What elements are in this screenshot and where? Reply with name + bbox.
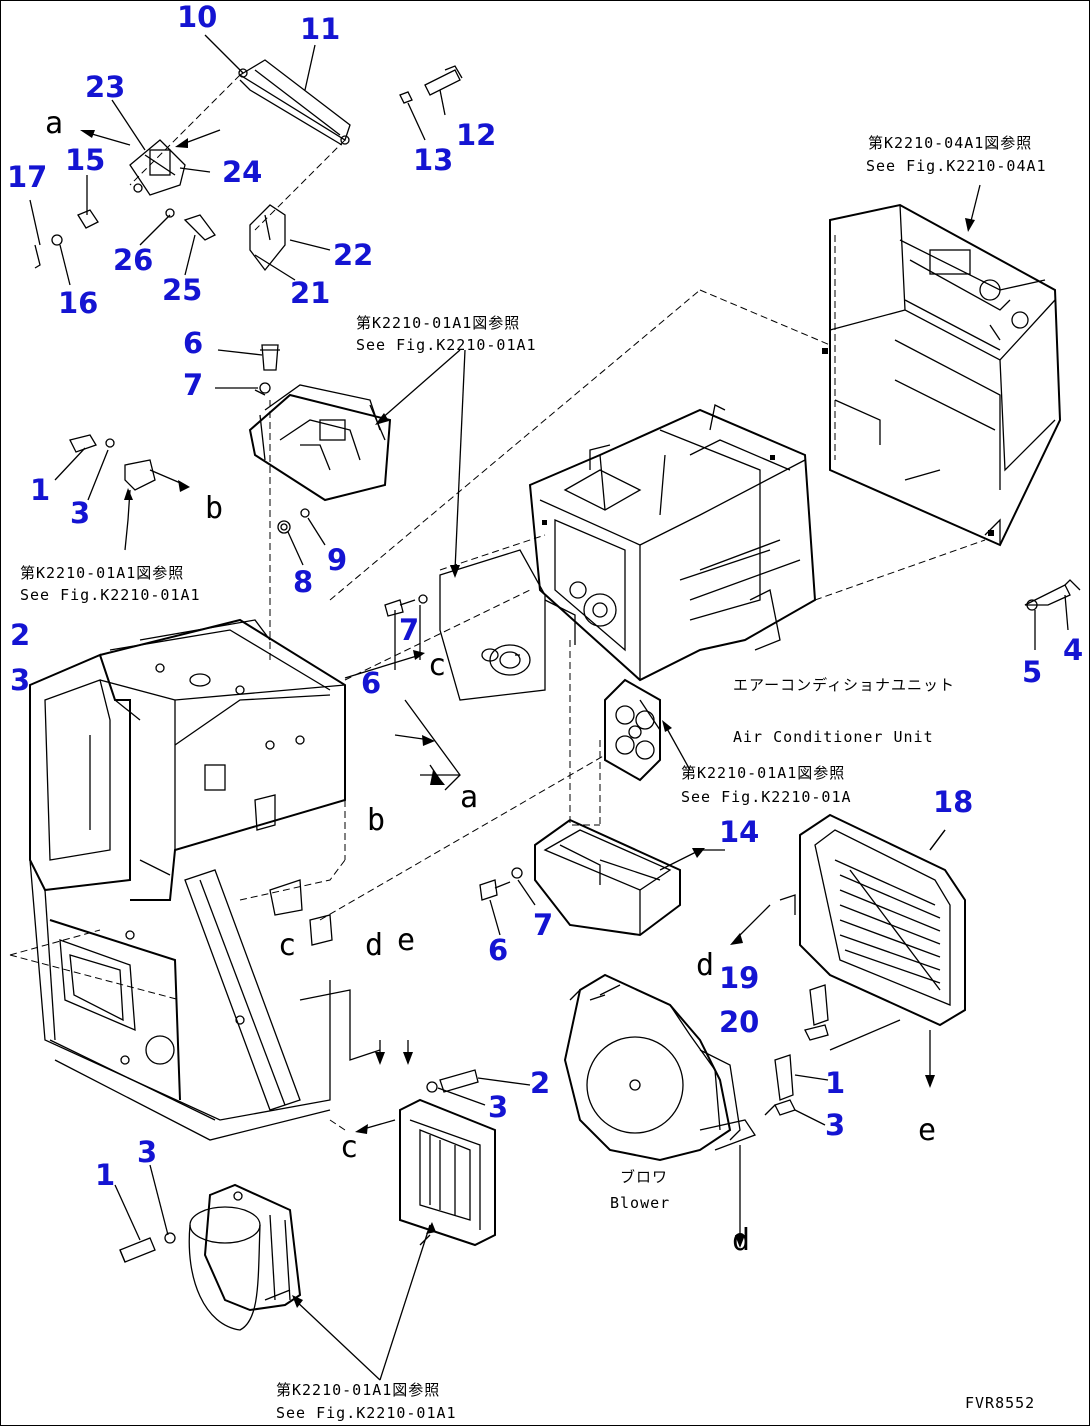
part-number: 7 — [533, 908, 553, 942]
part-number: 2 — [530, 1066, 550, 1100]
aircon-label-en: Air Conditioner Unit — [733, 728, 934, 746]
aircon-outlet-block — [604, 678, 661, 782]
lower-funnel-duct — [188, 1183, 381, 1381]
ref-k2210-04a1-jp: 第K2210-04A1図参照 — [868, 134, 1032, 152]
connection-letter: d — [365, 928, 383, 963]
part-number: 11 — [300, 12, 340, 46]
connection-letter: a — [460, 780, 478, 815]
part-number: 12 — [456, 118, 496, 152]
part-number: 3 — [825, 1108, 845, 1142]
ref-k2210-01a1-top-en: See Fig.K2210-01A1 — [356, 336, 537, 354]
part-number: 26 — [113, 243, 153, 277]
part-number: 16 — [58, 286, 98, 320]
reference-leaders — [375, 184, 981, 1381]
callout-leaders — [29, 34, 1069, 1241]
part-number: 7 — [399, 613, 419, 647]
part-number: 19 — [719, 961, 759, 995]
part-number: 17 — [7, 160, 47, 194]
ref-k2210-01a1-left-jp: 第K2210-01A1図参照 — [20, 564, 184, 582]
drawing-code: FVR8552 — [965, 1394, 1035, 1412]
part-number: 18 — [933, 785, 973, 819]
connection-letter: d — [732, 1223, 750, 1258]
part-number: 6 — [361, 666, 381, 700]
heater-bracket — [248, 344, 392, 660]
part-number: 7 — [183, 368, 203, 402]
connection-letter: a — [45, 106, 63, 141]
ref-k2210-01a1-bottom-jp: 第K2210-01A1図参照 — [276, 1381, 440, 1399]
top-bracket-assembly — [34, 59, 463, 272]
part-number: 25 — [162, 273, 202, 307]
part-number: 20 — [719, 1005, 759, 1039]
part-number: 1 — [30, 473, 50, 507]
part-number: 3 — [10, 663, 30, 697]
connection-letter: c — [428, 648, 446, 683]
aircon-label-jp: エアーコンディショナユニット — [733, 676, 955, 694]
part-number-callouts: 10 11 23 12 13 15 24 17 26 22 16 25 21 6… — [7, 0, 1083, 1192]
part-number: 24 — [222, 155, 262, 189]
part-number: 23 — [85, 70, 125, 104]
duct-14 — [534, 818, 705, 937]
projection-lines — [319, 289, 986, 921]
blower-label-en: Blower — [610, 1194, 670, 1212]
part-number: 10 — [177, 0, 217, 34]
part-number: 13 — [413, 143, 453, 177]
main-cab-frame — [9, 618, 381, 1141]
connection-letter: c — [278, 928, 296, 963]
part-number: 6 — [488, 933, 508, 967]
flow-arrows — [344, 650, 461, 1065]
ref-k2210-01a1-top-jp: 第K2210-01A1図参照 — [356, 314, 520, 332]
aircon-cover-panel — [439, 549, 546, 701]
connection-letters: a b c a b c d e d e c d — [45, 106, 936, 1258]
part-number: 5 — [1022, 655, 1042, 689]
part-number: 15 — [65, 143, 105, 177]
part-number: 3 — [488, 1090, 508, 1124]
left-switch — [69, 434, 190, 551]
part-number: 6 — [183, 326, 203, 360]
part-number: 22 — [333, 238, 373, 272]
connection-letter: b — [205, 491, 223, 526]
top-arrows — [80, 129, 221, 148]
rear-cab-panel — [822, 203, 1062, 547]
ref-k2210-01a1-mid-en: See Fig.K2210-01A — [681, 788, 852, 806]
ref-k2210-01a1-mid-jp: 第K2210-01A1図参照 — [681, 764, 845, 782]
part-number: 21 — [290, 276, 330, 310]
air-conditioner-unit — [528, 404, 817, 682]
part-number: 1 — [825, 1066, 845, 1100]
part-number: 2 — [10, 618, 30, 652]
part-number: 3 — [137, 1135, 157, 1169]
part-number: 14 — [719, 815, 759, 849]
part-number: 9 — [327, 543, 347, 577]
blower — [563, 973, 756, 1248]
connection-letter: e — [397, 923, 415, 958]
connection-letter: c — [340, 1130, 358, 1165]
connection-letter: d — [696, 948, 714, 983]
lower-right-bolts — [764, 984, 901, 1116]
part-number: 4 — [1063, 633, 1083, 667]
middle-fasteners — [384, 579, 1081, 901]
ref-k2210-01a1-bottom-en: See Fig.K2210-01A1 — [276, 1404, 457, 1422]
ref-k2210-01a1-left-en: See Fig.K2210-01A1 — [20, 586, 201, 604]
grille-panel-18 — [730, 813, 966, 1088]
part-number: 1 — [95, 1158, 115, 1192]
lower-core-bracket — [355, 1098, 496, 1247]
ref-k2210-04a1-en: See Fig.K2210-04A1 — [866, 157, 1047, 175]
connection-letter: e — [918, 1113, 936, 1148]
blower-label-jp: ブロワ — [620, 1168, 668, 1186]
reference-labels: 第K2210-04A1図参照 See Fig.K2210-04A1 第K2210… — [20, 134, 1047, 1422]
part-number: 8 — [293, 565, 313, 599]
bottom-left-bolt — [119, 1069, 479, 1263]
connection-letter: b — [367, 803, 385, 838]
part-number: 3 — [70, 496, 90, 530]
